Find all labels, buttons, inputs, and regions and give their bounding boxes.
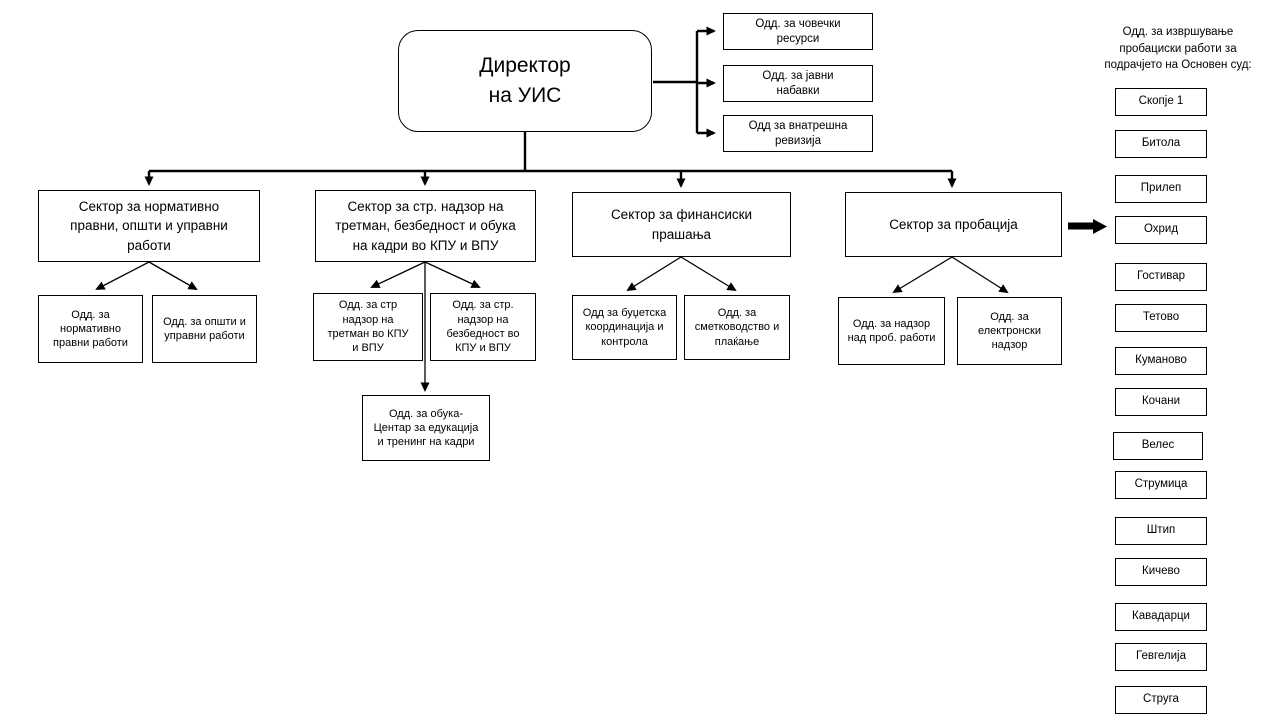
dept-normative-legal-box: Одд. за нормативно правни работи [38, 295, 143, 363]
sector-supervision-box: Сектор за стр. надзор на третман, безбед… [315, 190, 536, 262]
dept-accounting-payment-box: Одд. за сметководство и плаќање [684, 295, 790, 360]
court-box-kumanovo: Куманово [1115, 347, 1207, 375]
court-box-skopje-1: Скопје 1 [1115, 88, 1207, 116]
sector-finance-box: Сектор за финансиски прашања [572, 192, 791, 257]
staff-office-internal-audit-box: Одд за внатрешна ревизија [723, 115, 873, 152]
staff-office-public-procurement-box: Одд. за јавни набавки [723, 65, 873, 102]
court-box-struga: Струга [1115, 686, 1207, 714]
court-box-prilep: Прилеп [1115, 175, 1207, 203]
court-box-kavadarci: Кавадарци [1115, 603, 1207, 631]
court-box-veles: Велес [1113, 432, 1203, 460]
court-box-tetovo: Тетово [1115, 304, 1207, 332]
thick-right-arrow [1068, 219, 1107, 234]
dept-budget-coordination-box: Одд за буџетска координација и контрола [572, 295, 677, 360]
dept-general-admin-box: Одд. за општи и управни работи [152, 295, 257, 363]
dept-treatment-supervision-box: Одд. за стр надзор на третман во КПУ и В… [313, 293, 423, 361]
sector-normative-legal-box: Сектор за нормативно правни, општи и упр… [38, 190, 260, 262]
court-box-strumica: Струмица [1115, 471, 1207, 499]
sector-probation-box: Сектор за пробација [845, 192, 1062, 257]
court-box-kicevo: Кичево [1115, 558, 1207, 586]
court-box-gevgelija: Гевгелија [1115, 643, 1207, 671]
court-box-gostivar: Гостивар [1115, 263, 1207, 291]
director-box: Директор на УИС [398, 30, 652, 132]
dept-electronic-monitoring-box: Одд. за електронски надзор [957, 297, 1062, 365]
dept-security-supervision-box: Одд. за стр. надзор на безбедност во КПУ… [430, 293, 536, 361]
court-box-ohrid: Охрид [1115, 216, 1207, 244]
probation-offices-heading: Одд. за извршување пробациски работи за … [1104, 26, 1252, 72]
court-box-kocani: Кочани [1115, 388, 1207, 416]
court-box-stip: Штип [1115, 517, 1207, 545]
staff-office-human-resources-box: Одд. за човечки ресурси [723, 13, 873, 50]
dept-training-center-box: Одд. за обука- Центар за едукација и тре… [362, 395, 490, 461]
court-box-bitola: Битола [1115, 130, 1207, 158]
dept-probation-supervision-box: Одд. за надзор над проб. работи [838, 297, 945, 365]
